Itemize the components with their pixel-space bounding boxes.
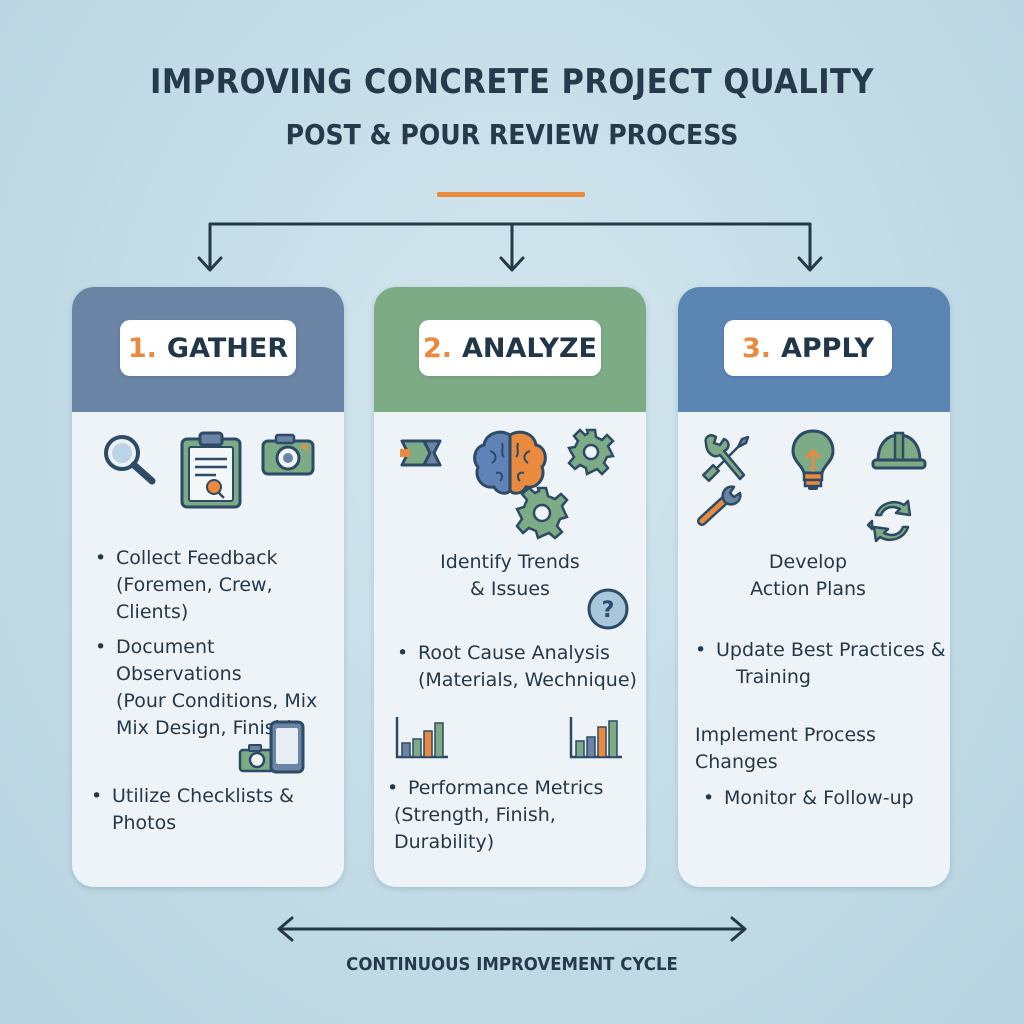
- apply-item-2: Update Best Practices & Training: [695, 637, 946, 691]
- step-label-analyze: 2. ANALYZE: [419, 320, 601, 376]
- step-number: 2.: [422, 332, 453, 364]
- camera-icon: [238, 744, 276, 773]
- brain-icon: [473, 430, 547, 495]
- step-card-gather: 1. GATHER Collect Feedback (Foremen, Cre…: [72, 287, 344, 887]
- gear-icon: [515, 486, 569, 540]
- step-number: 3.: [741, 332, 771, 364]
- gather-item-1: Collect Feedback (Foremen, Crew, Clients…: [95, 545, 344, 626]
- gather-item-2: Document Observations (Pour Conditions, …: [95, 634, 344, 742]
- page-title: IMPROVING CONCRETE PROJECT QUALITY: [150, 62, 874, 102]
- title-accent-bar: [437, 192, 585, 197]
- step-card-analyze: 2. ANALYZE Identify Trends & Issues ? Ro…: [374, 287, 646, 887]
- step-title: ANALYZE: [462, 332, 597, 364]
- svg-text:?: ?: [602, 598, 615, 623]
- question-icon: ?: [587, 588, 629, 630]
- tablet-icon: [269, 720, 305, 774]
- wrench-icon: [697, 485, 742, 526]
- analyze-item-2: Root Cause Analysis (Materials, Wechniqu…: [397, 640, 637, 694]
- hardhat-icon: [871, 431, 927, 470]
- apply-item-1: Develop Action Plans: [750, 551, 866, 600]
- gear-icon: [567, 428, 615, 476]
- step-label-gather: 1. GATHER: [120, 320, 296, 376]
- clipboard-icon: [180, 431, 242, 509]
- apply-item-4: Monitor & Follow-up: [703, 785, 914, 812]
- apply-item-3: Implement Process Changes: [695, 724, 876, 773]
- step-card-apply: 3. APPLY Develop Action Plans: [678, 287, 950, 887]
- magnifier-icon: [104, 435, 156, 485]
- step-label-apply: 3. APPLY: [724, 320, 892, 376]
- footer-label: CONTINUOUS IMPROVEMENT CYCLE: [346, 954, 678, 975]
- lightbulb-icon: [791, 429, 835, 490]
- step-title: APPLY: [781, 332, 875, 364]
- gather-item-3: Utilize Checklists & Photos: [91, 783, 344, 837]
- analyze-item-1: Identify Trends & Issues: [440, 551, 580, 600]
- camera-icon: [261, 433, 315, 476]
- bar-chart-icon: [395, 717, 448, 759]
- step-number: 1.: [127, 332, 157, 364]
- page-subtitle: POST & POUR REVIEW PROCESS: [285, 118, 739, 151]
- tools-icon: [701, 434, 750, 483]
- bar-chart-icon: [569, 717, 622, 759]
- analyze-item-3: Performance Metrics (Strength, Finish, D…: [387, 775, 646, 856]
- step-title: GATHER: [166, 332, 289, 364]
- arrow-block-icon: [400, 439, 442, 467]
- flow-connectors: [197, 222, 823, 272]
- cycle-icon: [866, 499, 912, 543]
